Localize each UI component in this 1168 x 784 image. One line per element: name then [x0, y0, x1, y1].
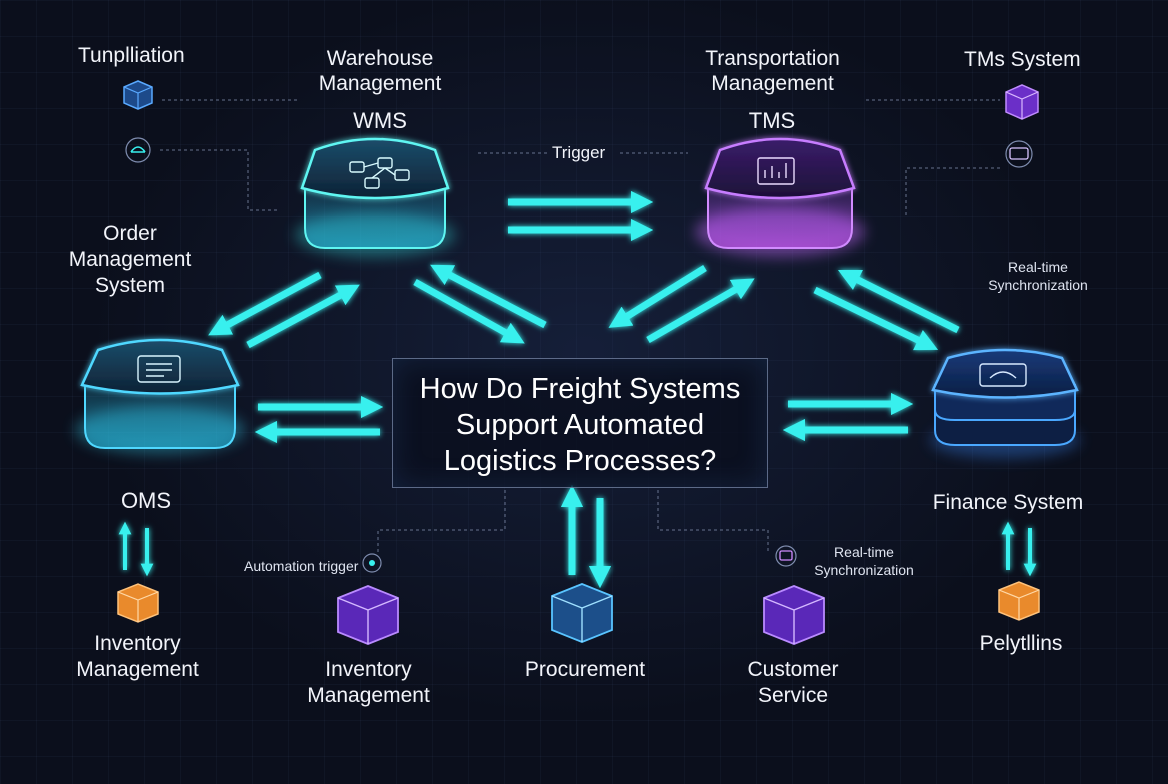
- label-pelytllins: Pelytllins: [979, 632, 1063, 655]
- dashed-connectors: [160, 99, 1000, 553]
- arrow-tms-center-2: [646, 278, 755, 344]
- label-procurement: Procurement: [524, 658, 646, 681]
- finance-node[interactable]: [930, 348, 1080, 458]
- arrow-tms-finance-2: [837, 269, 960, 334]
- label-wms-title: Warehouse Management: [318, 47, 442, 96]
- arrow-wms-oms-1: [208, 271, 322, 336]
- purple-cube-icon: [1005, 84, 1039, 120]
- label-order-management: Order Management System: [68, 222, 192, 297]
- finance-chip-icon: [979, 363, 1027, 387]
- arrow-tms-finance-1: [813, 286, 939, 351]
- label-tms-abbr: TMS: [748, 108, 796, 133]
- label-finance: Finance System: [932, 491, 1084, 514]
- orange-package-icon-right: [998, 581, 1040, 621]
- cube-icon: [123, 80, 153, 110]
- boxes-network-icon: [349, 157, 410, 189]
- label-oms: OMS: [120, 488, 172, 513]
- purple-package-icon: [337, 585, 399, 645]
- label-wms-abbr: WMS: [353, 108, 407, 133]
- automation-trigger-icon: [362, 553, 382, 573]
- dash-order-wms: [160, 149, 278, 211]
- purple-package-icon-right: [763, 585, 825, 645]
- label-tunpllation: Tunplliation: [78, 44, 185, 67]
- label-inventory-mid: Inventory Management: [307, 658, 430, 707]
- label-inventory-left: Inventory Management: [76, 632, 199, 681]
- realtime-sync-icon: [775, 545, 797, 567]
- arrow-wms-center-2: [430, 264, 547, 329]
- dash-realtime-bottom: [657, 490, 769, 553]
- dash-automation: [377, 490, 506, 553]
- label-realtime-bottom: Real-time Synchronization: [814, 544, 914, 578]
- order-list-icon: [137, 355, 181, 383]
- card-circle-icon: [1005, 140, 1033, 168]
- arrow-wms-center-1: [413, 278, 525, 344]
- dash-realtime-right: [905, 167, 1000, 218]
- label-trigger: Trigger: [552, 143, 606, 162]
- wms-node[interactable]: [295, 137, 455, 257]
- chat-circle-icon: [125, 137, 151, 163]
- center-title-box: How Do Freight Systems Support Automated…: [392, 358, 768, 488]
- label-customer-service: Customer Service: [747, 658, 839, 707]
- arrow-layer: [118, 190, 1037, 589]
- arrow-tms-center-1: [608, 265, 707, 328]
- blue-package-icon: [551, 583, 613, 643]
- label-automation-trigger: Automation trigger: [244, 558, 359, 574]
- arrow-wms-oms-2: [246, 284, 360, 349]
- label-tms-system: TMs System: [964, 48, 1081, 71]
- orange-package-icon-left: [117, 583, 159, 623]
- document-chart-icon: [757, 157, 795, 185]
- oms-node[interactable]: [75, 338, 245, 454]
- tms-node[interactable]: [695, 137, 865, 257]
- label-tms-title: Transportation Management: [705, 47, 840, 96]
- center-title: How Do Freight Systems Support Automated…: [419, 373, 741, 477]
- label-realtime-right: Real-time Synchronization: [988, 259, 1088, 293]
